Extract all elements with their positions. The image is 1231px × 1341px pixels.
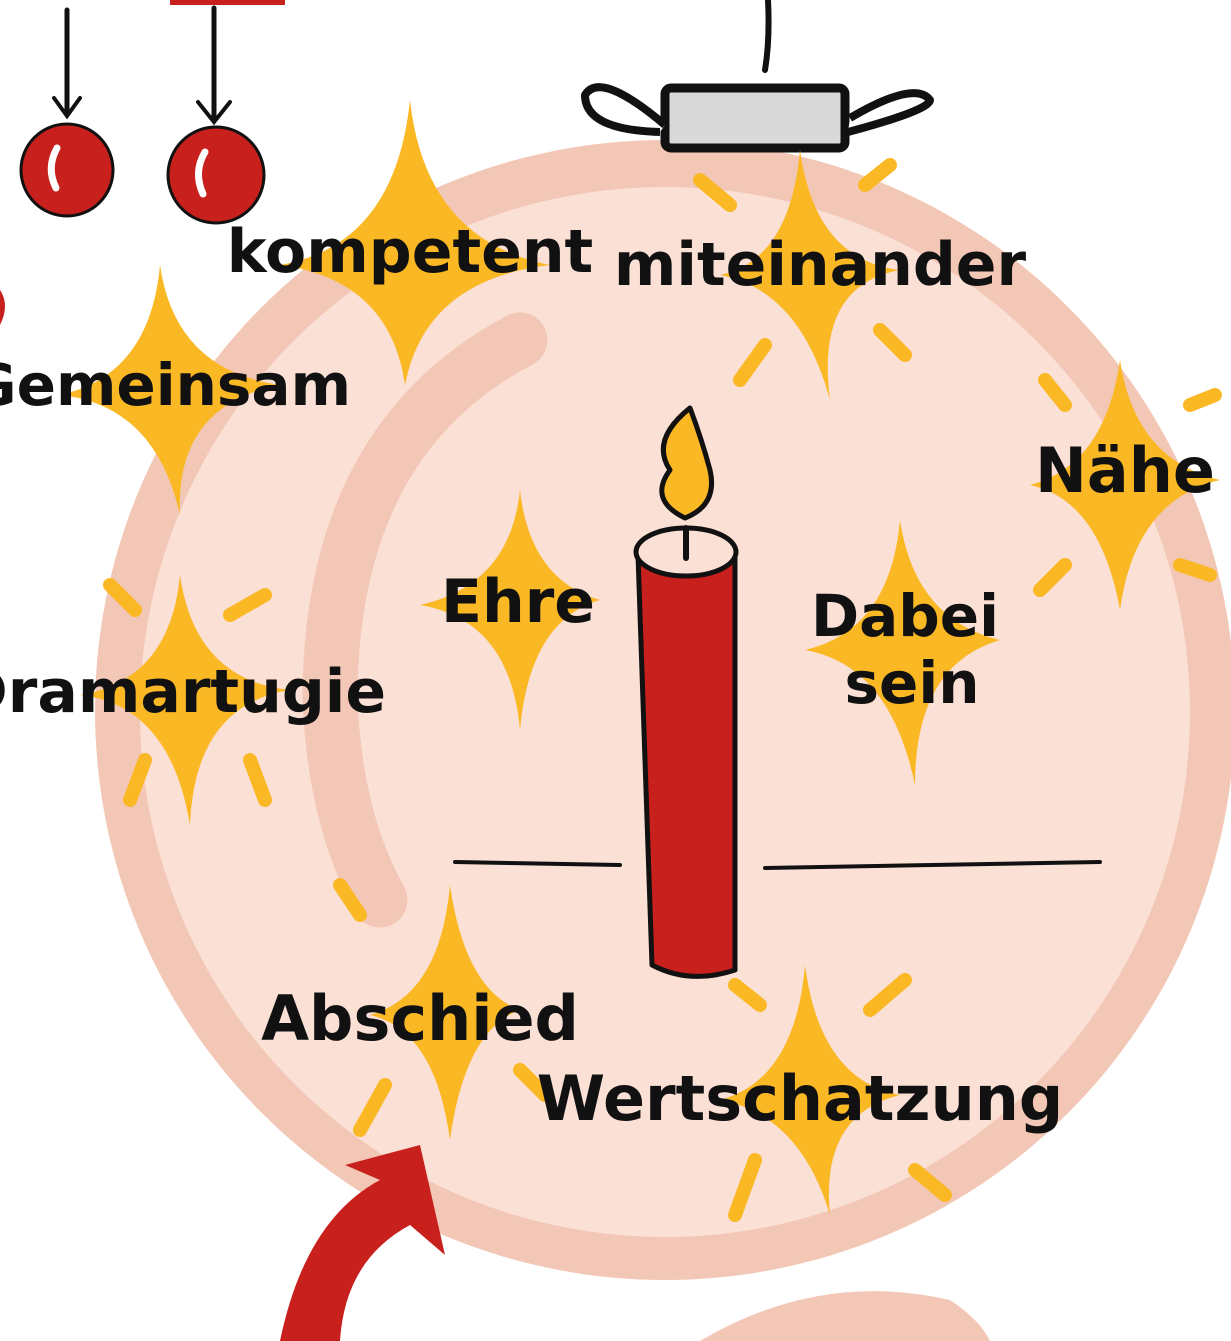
- word-dabei: Dabei: [811, 582, 999, 650]
- word-dramaturgie: Dramartugie: [0, 657, 386, 727]
- ornament-ball-icon: [168, 127, 264, 223]
- word-miteinander: miteinander: [614, 230, 1027, 300]
- word-ehre: Ehre: [441, 567, 595, 637]
- word-sein: sein: [844, 649, 979, 717]
- word-wertschaetzung: Wertschatzung: [537, 1062, 1063, 1135]
- hanging-ornaments: [21, 0, 285, 223]
- word-kompetent: kompetent: [227, 217, 593, 287]
- word-naehe: Nähe: [1035, 434, 1215, 507]
- ornament-ball-icon: [21, 124, 113, 216]
- word-abschied: Abschied: [261, 982, 579, 1055]
- word-gemeinsam: Gemeinsam: [0, 351, 351, 419]
- ornament-cap-icon: [585, 0, 930, 148]
